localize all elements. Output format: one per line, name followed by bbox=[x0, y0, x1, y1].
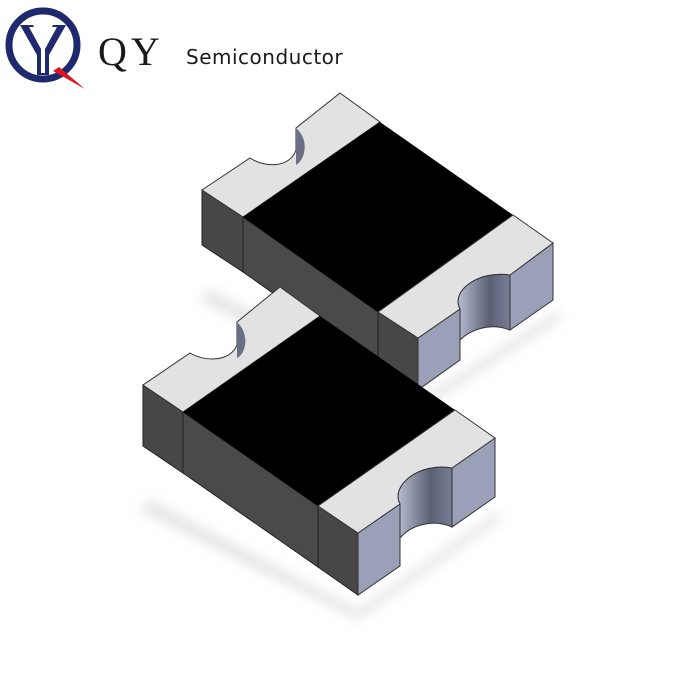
brand-initials: QY bbox=[98, 29, 164, 74]
qy-circle-logo-icon bbox=[5, 7, 85, 89]
brand-name: Semiconductor bbox=[186, 45, 344, 69]
chip-back bbox=[200, 92, 560, 410]
chip-front bbox=[140, 286, 500, 620]
brand-logo: QY Semiconductor bbox=[0, 0, 380, 100]
